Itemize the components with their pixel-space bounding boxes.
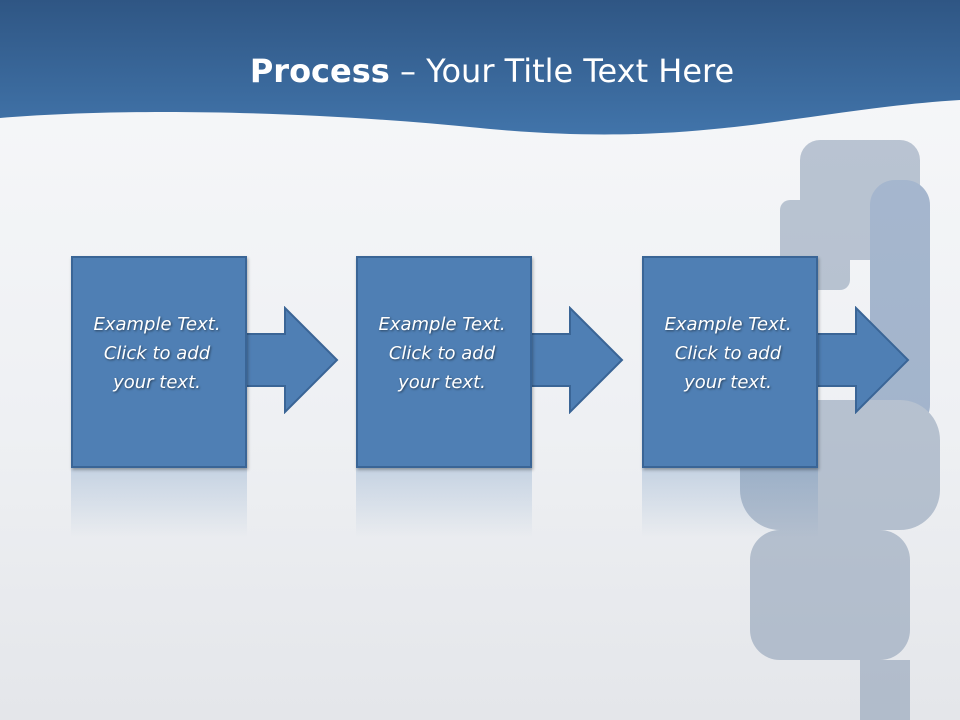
box-reflection — [642, 468, 818, 538]
step-line: your text. — [684, 372, 772, 393]
step-text: Example Text. Click to add your text. — [71, 310, 243, 397]
step-line: Example Text. — [93, 314, 221, 335]
step-box — [71, 256, 247, 468]
step-text: Example Text. Click to add your text. — [356, 310, 528, 397]
step-text: Example Text. Click to add your text. — [642, 310, 814, 397]
header-banner — [0, 0, 960, 135]
step-box — [642, 256, 818, 468]
step-line: your text. — [398, 372, 486, 393]
arrow-right-icon — [243, 306, 339, 414]
title-bold: Process — [249, 52, 390, 90]
step-line: Click to add — [388, 343, 496, 364]
step-line: Example Text. — [378, 314, 506, 335]
step-box — [356, 256, 532, 468]
step-line: your text. — [113, 372, 201, 393]
slide-title[interactable]: Process – Your Title Text Here — [0, 52, 960, 90]
step-line: Example Text. — [664, 314, 792, 335]
box-reflection — [71, 468, 247, 538]
step-line: Click to add — [103, 343, 211, 364]
box-reflection — [356, 468, 532, 538]
step-line: Click to add — [674, 343, 782, 364]
arrow-right-icon — [814, 306, 910, 414]
arrow-right-icon — [528, 306, 624, 414]
title-rest: – Your Title Text Here — [389, 52, 735, 90]
